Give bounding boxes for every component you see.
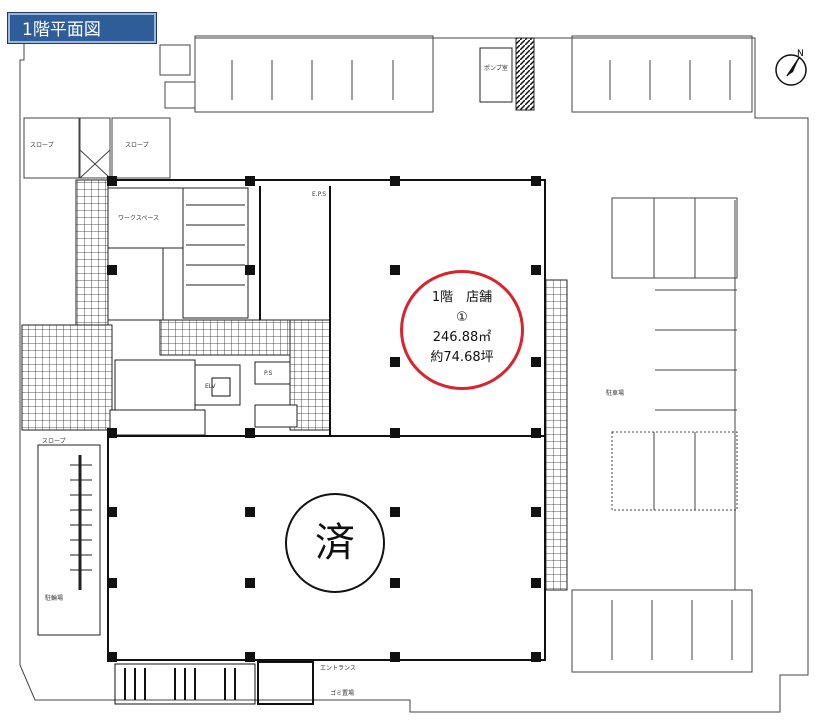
workspace-label: ワークスペース bbox=[118, 215, 159, 222]
slope-mid-label: スロープ bbox=[125, 142, 149, 149]
parking-label: 駐車場 bbox=[606, 389, 624, 397]
shop-number: ① bbox=[456, 310, 468, 325]
site-boundary bbox=[19, 37, 809, 713]
entrance-label: エントランス bbox=[320, 665, 356, 672]
slope-bottom-label: スロープ bbox=[42, 438, 66, 445]
slope-left-label: スロープ bbox=[30, 142, 54, 149]
shop-area-label: 1階 店舗 ① 246.88㎡ 約74.68坪 bbox=[400, 270, 524, 390]
columns bbox=[107, 176, 541, 662]
compass-north-label: N bbox=[797, 49, 804, 59]
top-parking bbox=[194, 35, 753, 113]
grid-zone-left bbox=[75, 179, 109, 331]
contracted-mark: 済 bbox=[285, 493, 385, 593]
core-rooms bbox=[107, 187, 298, 436]
shop-title: 1階 店舗 bbox=[431, 290, 493, 305]
grid-zone-right bbox=[544, 279, 568, 591]
eps-label: E.P.S bbox=[312, 191, 326, 198]
bicycle-parking-left bbox=[37, 444, 101, 636]
grid-zone-left-lower bbox=[21, 324, 113, 431]
ps-label: P.S bbox=[264, 370, 273, 377]
page-title: 1階平面図 bbox=[8, 13, 156, 43]
ev-label: ELV bbox=[205, 383, 216, 390]
shop-area-tsubo: 約74.68坪 bbox=[430, 350, 494, 365]
pump-room bbox=[479, 47, 513, 103]
bicycle-label: 駐輪場 bbox=[45, 594, 63, 602]
bicycle-parking-bottom bbox=[114, 661, 314, 705]
right-parking bbox=[571, 197, 753, 673]
left-upper-area bbox=[23, 44, 196, 179]
pump-label: ポンプ室 bbox=[484, 64, 508, 72]
shop-area-m2: 246.88㎡ bbox=[432, 330, 492, 345]
garbage-label: ゴミ置場 bbox=[330, 689, 354, 697]
compass-icon: N bbox=[775, 49, 807, 86]
hatched-wall bbox=[515, 37, 535, 111]
